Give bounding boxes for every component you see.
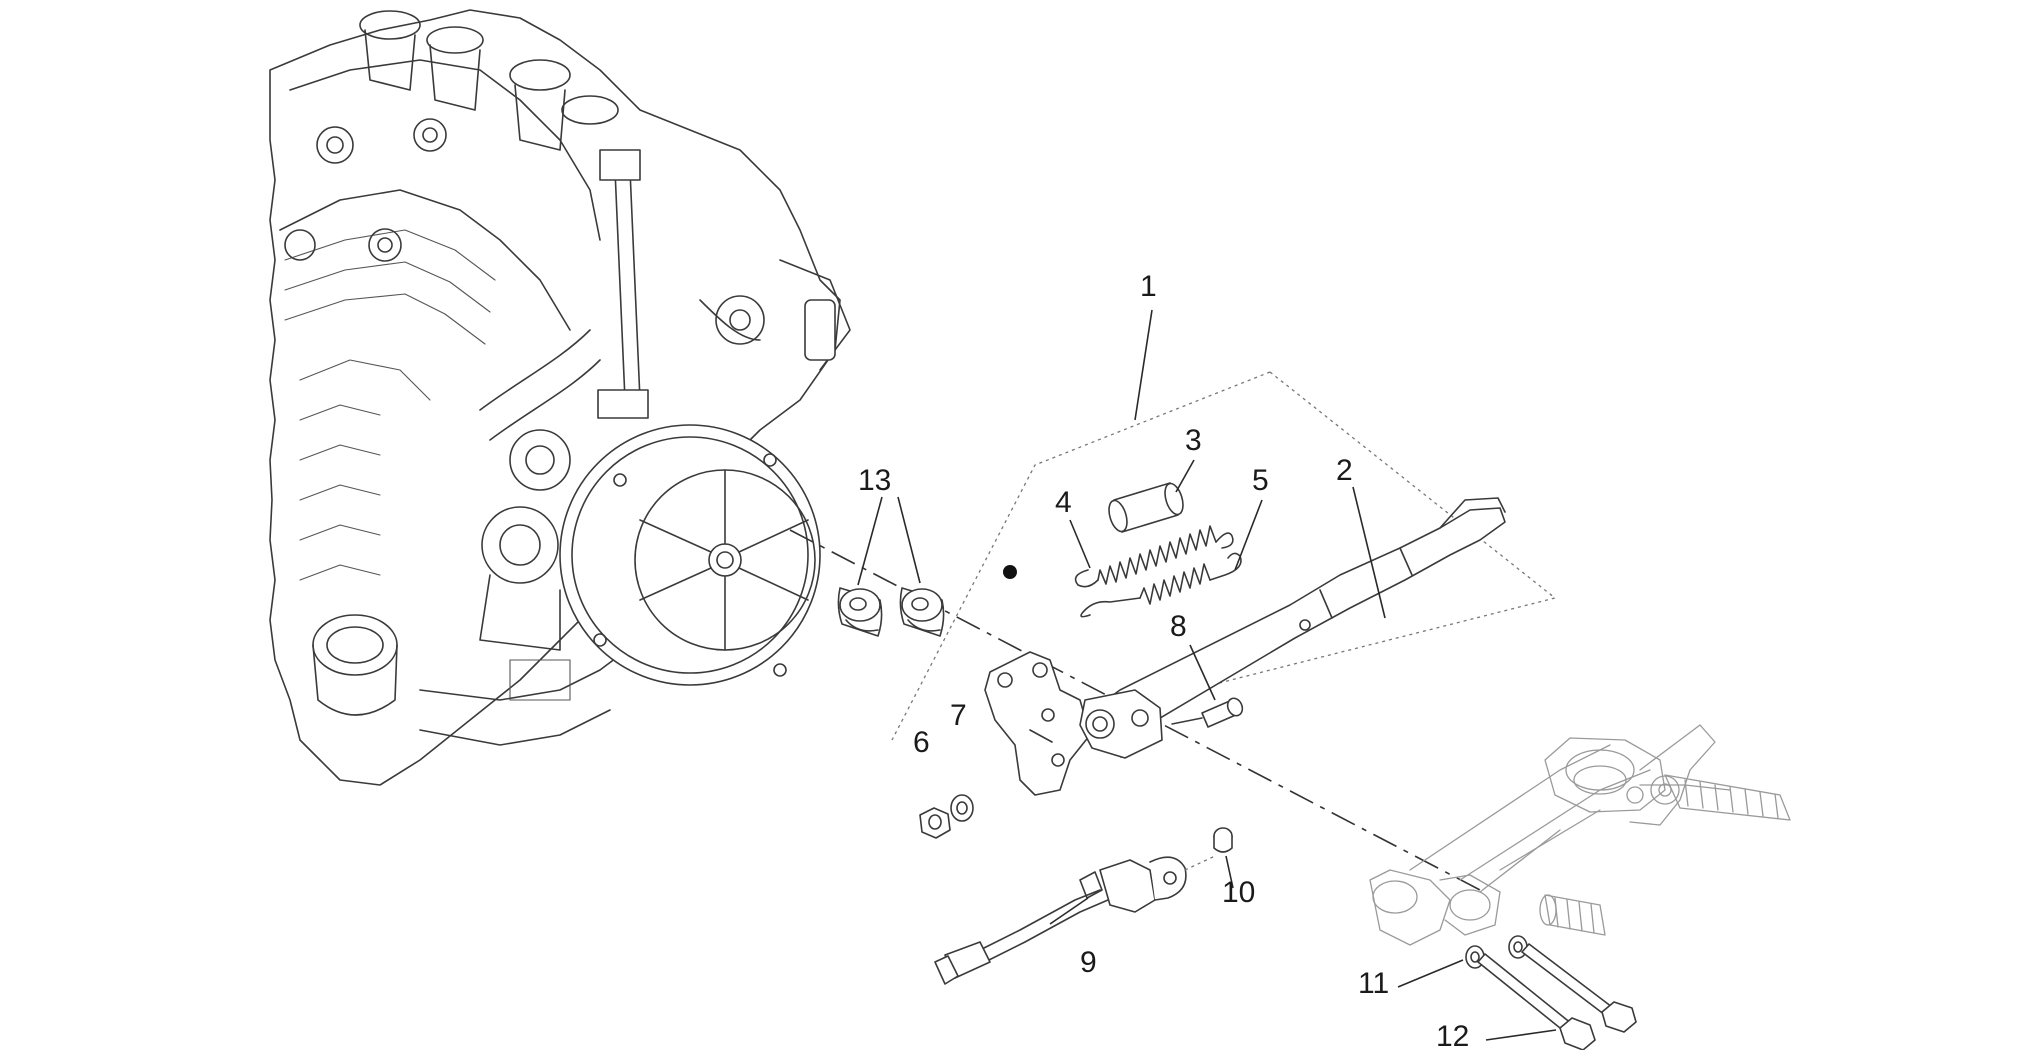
callout-7: 7 [950, 699, 967, 732]
callout-12: 12 [1436, 1020, 1469, 1050]
footpeg-assembly-illustration [1369, 724, 1791, 946]
callout-1: 1 [1140, 270, 1157, 303]
group-outline-item-1 [891, 371, 1557, 761]
part-5-spring [1080, 552, 1242, 618]
part-6-nut [919, 807, 951, 839]
part-10-screw [1213, 827, 1233, 853]
callout-11: 11 [1358, 967, 1389, 1000]
switch-assembly-line [1184, 855, 1216, 871]
callout-10: 10 [1222, 876, 1255, 909]
callout-5: 5 [1252, 464, 1269, 497]
part-4-spring [1074, 525, 1234, 588]
callout-3: 3 [1185, 424, 1202, 457]
new-part-dot-marker [1003, 565, 1017, 579]
part-13-bushings [837, 587, 945, 637]
leader-lines [857, 309, 1557, 1041]
part-9-side-stand-switch [934, 856, 1187, 985]
callout-8: 8 [1170, 610, 1187, 643]
callout-2: 2 [1336, 454, 1353, 487]
part-8-pin [1171, 697, 1244, 728]
part-1-side-stand-bracket [984, 651, 1091, 796]
engine-assembly-illustration [269, 9, 851, 786]
callout-13: 13 [858, 464, 891, 497]
callout-4: 4 [1055, 486, 1072, 519]
callout-6: 6 [913, 726, 930, 759]
callout-9: 9 [1080, 946, 1097, 979]
callout-numbers: 1 2 3 4 5 6 7 8 9 10 11 12 13 [858, 270, 1469, 1050]
part-12-bolts [1477, 943, 1637, 1050]
part-2-side-stand [1079, 497, 1506, 759]
part-7-washer [950, 794, 974, 822]
part-11-washers [1465, 935, 1528, 969]
part-3-sleeve [1108, 482, 1184, 533]
